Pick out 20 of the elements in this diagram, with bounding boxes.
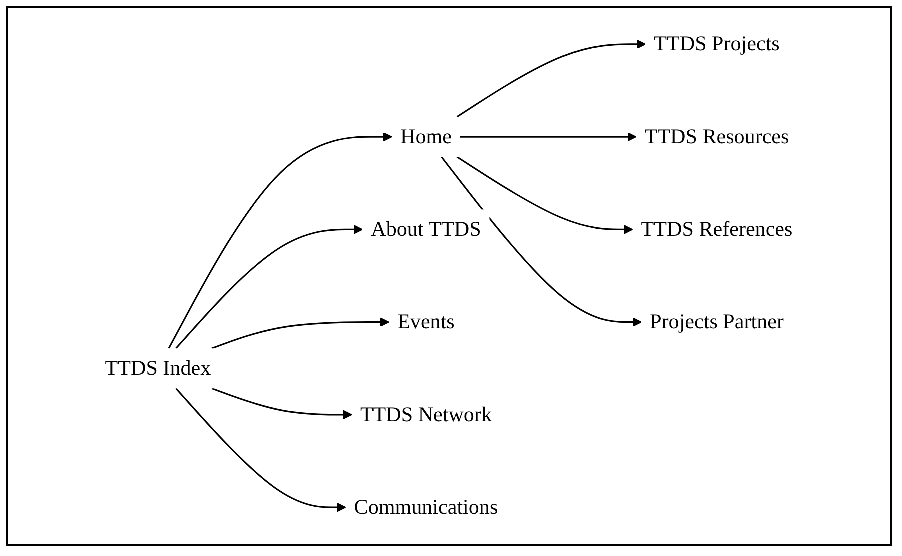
arrow [456,156,634,234]
node-text: TTDS Projects [654,32,780,56]
node-text: Home [400,125,452,149]
arrow [176,225,364,350]
arrow [168,132,392,349]
arrow [460,132,637,142]
node-text: Projects Partner [650,310,784,334]
node-text: Events [398,310,455,334]
arrow [176,388,346,512]
node-text: TTDS Index [105,357,212,380]
node-text: TTDS Network [360,403,492,427]
node-text: Communications [354,496,498,520]
arrow [456,40,646,118]
arrow [212,388,352,420]
arrow [441,156,642,327]
node-text: About TTDS [371,218,482,242]
node-text: TTDS References [641,218,793,242]
arrow [212,318,390,350]
node-text: TTDS Resources [644,125,790,149]
frame-border: TTDS Index Home About TTDS Events TTDS Network Communications TTDS Projects TTDS Resources TTDS References Projects Partner [6,6,892,546]
